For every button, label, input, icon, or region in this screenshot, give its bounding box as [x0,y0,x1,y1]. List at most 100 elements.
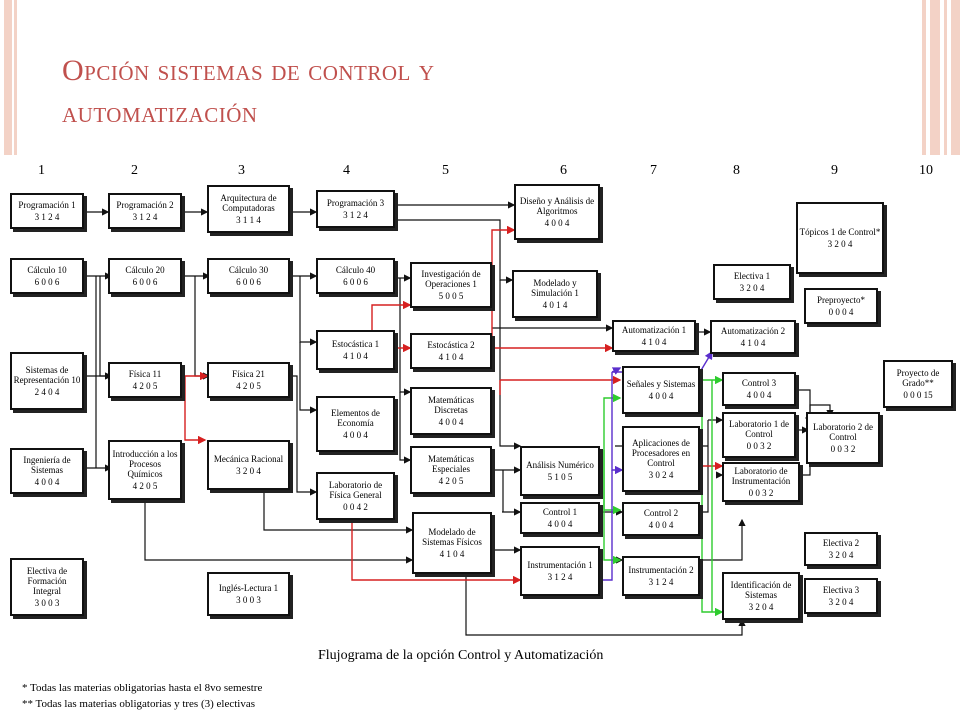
course-box-ingles-lectura: Inglés-Lectura 1 3 0 0 3 [207,572,290,616]
course-name: Modelado de Sistemas Físicos [422,527,482,547]
course-name: Laboratorio de Física General [328,480,383,500]
course-box-calculo-40: Cálculo 40 6 0 0 6 [316,258,395,294]
course-name: Control 2 [643,508,679,518]
course-name: Señales y Sistemas [626,379,696,389]
course-code: 6 0 0 6 [236,277,261,287]
course-name: Ingeniería de Sistemas [23,455,71,475]
edge [465,575,746,636]
course-code: 4 0 1 4 [542,300,568,310]
footnote-2: ** Todas las materias obligatorias y tre… [22,698,256,710]
course-box-identificacion-sistemas: Identificación de Sistemas 3 2 0 4 [722,572,800,620]
course-code: 4 0 0 4 [648,520,674,530]
course-box-electiva-1: Electiva 1 3 2 0 4 [713,264,791,300]
course-name: Programación 3 [326,198,385,208]
edge [700,448,709,513]
course-name: Matemáticas Especiales [428,454,474,474]
course-box-estocastica-2: Estocástica 2 4 1 0 4 [410,333,492,369]
course-name: Automatización 2 [720,326,786,336]
course-box-control-3: Control 3 4 0 0 4 [722,372,796,406]
course-box-introduccion-procesos: Introducción a los Procesos Químicos 4 2… [108,440,182,500]
course-code: 4 2 0 5 [132,481,158,491]
edge-green [603,450,622,565]
edge [299,276,318,346]
course-name: Laboratorio 1 de Control [729,419,789,439]
course-code: 3 1 2 4 [547,572,573,582]
column-number: 3 [238,163,245,178]
course-box-laboratorio-instrumentacion: Laboratorio de Instrumentación 0 0 3 2 [722,462,800,502]
course-name: Análisis Numérico [526,460,594,470]
course-name: Arquitectura de Computadoras [220,193,277,213]
course-code: 3 2 0 4 [828,550,854,560]
course-name: Laboratorio 2 de Control [813,422,873,442]
course-box-aplicaciones-procesadores: Aplicaciones de Procesadores en Control … [622,426,700,492]
edge-red [184,376,207,445]
course-box-instrumentacion-2: Instrumentación 2 3 1 2 4 [622,556,700,596]
column-number: 10 [919,163,933,178]
course-box-fisica-11: Física 11 4 2 0 5 [108,362,182,398]
course-name: Preproyecto* [817,295,865,305]
slide-border-left-thin [14,0,17,155]
course-name: Cálculo 20 [125,265,165,275]
course-code: 0 0 3 2 [748,488,774,498]
course-name: Sistemas de Representación 10 [13,365,81,385]
course-box-modelado-sistemas-fisicos: Modelado de Sistemas Físicos 4 1 0 4 [412,512,492,574]
course-box-programacion-1: Programación 1 3 1 2 4 [10,193,84,229]
course-code: 3 2 0 4 [739,283,765,293]
course-name: Física 11 [128,369,162,379]
course-code: 3 0 0 3 [34,598,60,608]
course-name: Programación 1 [18,200,76,210]
course-box-estocastica-1: Estocástica 1 4 1 0 4 [316,330,395,370]
course-box-electiva-2: Electiva 2 3 2 0 4 [804,532,878,566]
edge [395,219,514,284]
course-name: Introducción a los Procesos Químicos [112,449,178,479]
course-code: 4 2 0 5 [132,381,158,391]
course-box-preproyecto: Preproyecto* 0 0 0 4 [804,288,878,324]
edge [290,375,318,496]
course-box-topicos-control: Tópicos 1 de Control* 3 2 0 4 [796,202,884,274]
title-line-2: automatización [62,96,258,129]
course-code: 6 0 0 6 [343,277,368,287]
course-code: 0 0 3 2 [746,441,772,451]
course-box-programacion-2: Programación 2 3 1 2 4 [108,193,182,229]
course-code: 4 0 0 4 [544,218,570,228]
course-code: 4 1 0 4 [740,338,766,348]
column-number: 2 [131,163,138,178]
course-code: 0 0 4 2 [343,502,368,512]
course-name: Tópicos 1 de Control* [799,227,881,237]
course-name: Aplicaciones de Procesadores en Control [631,438,691,468]
course-box-laboratorio-control-1: Laboratorio 1 de Control 0 0 3 2 [722,412,796,458]
course-code: 4 0 0 4 [438,417,464,427]
course-box-arquitectura-computadoras: Arquitectura de Computadoras 3 1 1 4 [207,185,290,233]
course-code: 4 2 0 5 [236,381,261,391]
column-number: 6 [560,163,567,178]
course-box-elementos-economia: Elementos de Economía 4 0 0 4 [316,396,395,452]
course-name: Cálculo 40 [335,265,376,275]
course-box-senales-sistemas: Señales y Sistemas 4 0 0 4 [622,366,700,414]
column-number: 5 [442,163,449,178]
course-name: Electiva 3 [822,585,860,595]
edge-purple [600,470,613,581]
course-code: 3 2 0 4 [828,597,854,607]
course-name: Instrumentación 1 [527,560,593,570]
edge [299,342,318,414]
title-line-1: Opción sistemas de control y [62,54,435,87]
column-number: 1 [38,163,45,178]
course-name: Control 1 [542,507,578,517]
course-code: 3 0 0 3 [236,595,261,605]
course-code: 2 4 0 4 [34,387,60,397]
edge-red [371,300,412,330]
course-code: 4 0 0 4 [547,519,573,529]
slide-border-right [920,0,960,155]
course-code: 4 0 0 4 [343,430,368,440]
course-box-automatizacion-1: Automatización 1 4 1 0 4 [612,320,696,352]
course-name: Diseño y Análisis de Algoritmos [519,196,595,216]
course-box-proyecto-grado: Proyecto de Grado** 0 0 0 15 [883,360,953,408]
edge-green [701,392,724,617]
course-code: 5 0 0 5 [438,291,464,301]
edge-purple [611,372,624,475]
course-name: Laboratorio de Instrumentación [731,466,791,486]
course-name: Cálculo 30 [228,265,269,275]
course-box-instrumentacion-1: Instrumentación 1 3 1 2 4 [520,546,600,596]
course-code: 3 1 1 4 [236,215,261,225]
